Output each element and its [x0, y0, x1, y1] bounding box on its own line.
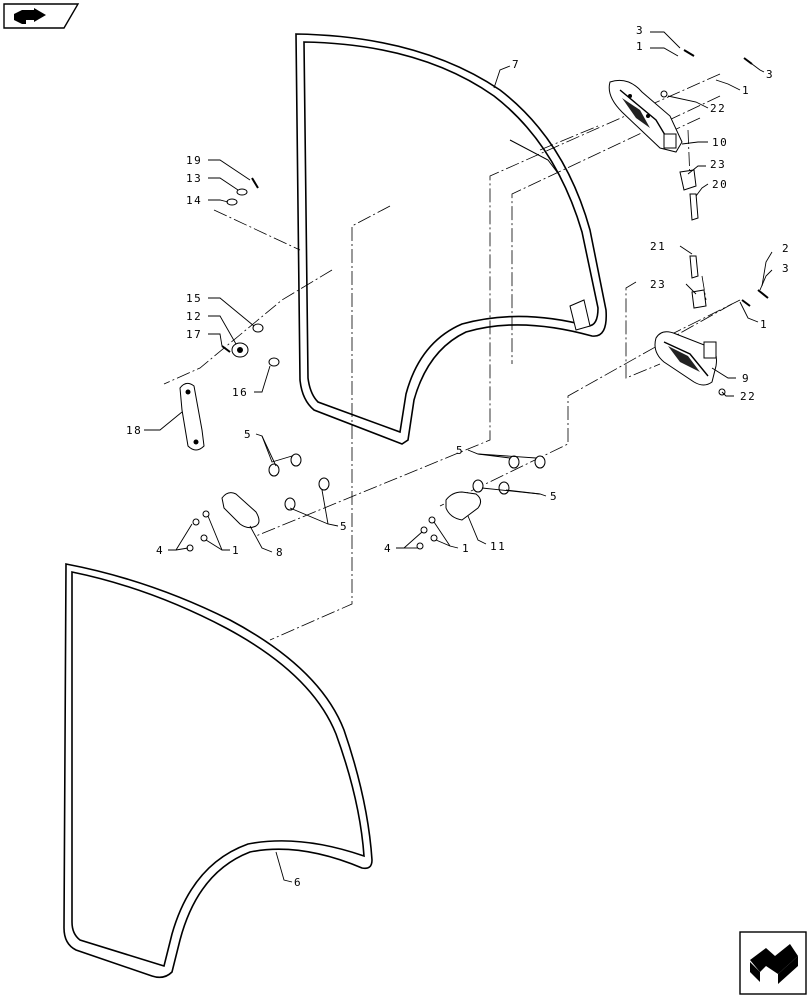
callout-1c: 1 — [760, 318, 768, 331]
callout-11: 11 — [490, 540, 506, 553]
callout-2: 2 — [782, 242, 790, 255]
callout-6: 6 — [294, 876, 302, 889]
callout-labels: 3 1 3 1 7 22 10 23 20 19 13 14 21 23 2 3… — [126, 24, 790, 889]
callout-5c: 5 — [456, 444, 464, 457]
callout-13: 13 — [186, 172, 202, 185]
upper-window-glass — [295, 33, 608, 445]
fasteners — [179, 49, 769, 552]
upper-hinge-part-10 — [608, 79, 683, 153]
callout-5d: 5 — [550, 490, 558, 503]
callout-8: 8 — [276, 546, 284, 559]
callout-21: 21 — [650, 240, 666, 253]
callout-9: 9 — [742, 372, 750, 385]
callout-1d: 1 — [232, 544, 240, 557]
lower-hinge-part-9 — [654, 331, 717, 386]
callout-5a: 5 — [244, 428, 252, 441]
callout-16: 16 — [232, 386, 248, 399]
callout-14: 14 — [186, 194, 202, 207]
leader-lines — [144, 31, 773, 883]
callout-1b: 1 — [742, 84, 750, 97]
callout-15: 15 — [186, 292, 202, 305]
forward-nav-icon[interactable] — [739, 931, 807, 995]
callout-5b: 5 — [340, 520, 348, 533]
callout-4a: 4 — [156, 544, 164, 557]
callout-22b: 22 — [740, 390, 756, 403]
lower-window-glass — [63, 563, 373, 979]
callout-23b: 23 — [650, 278, 666, 291]
callout-20: 20 — [712, 178, 728, 191]
callout-18: 18 — [126, 424, 142, 437]
callout-3b: 3 — [766, 68, 774, 81]
callout-23a: 23 — [710, 158, 726, 171]
callout-22a: 22 — [710, 102, 726, 115]
callout-17: 17 — [186, 328, 202, 341]
callout-4b: 4 — [384, 542, 392, 555]
callout-12: 12 — [186, 310, 202, 323]
assembly-centerlines — [163, 73, 741, 641]
callout-10: 10 — [712, 136, 728, 149]
callout-3c: 3 — [782, 262, 790, 275]
callout-19: 19 — [186, 154, 202, 167]
callout-3a: 3 — [636, 24, 644, 37]
callout-1a: 1 — [636, 40, 644, 53]
callout-1e: 1 — [462, 542, 470, 555]
callout-7: 7 — [512, 58, 520, 71]
back-nav-icon[interactable] — [3, 3, 80, 29]
